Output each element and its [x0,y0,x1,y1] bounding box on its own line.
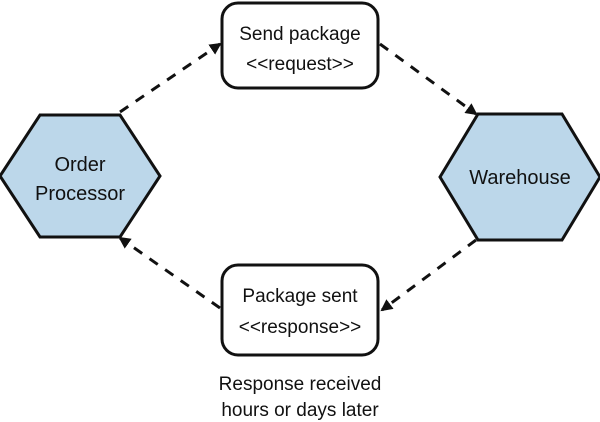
package-sent-node: Package sent <<response>> [220,263,380,357]
response-note-line1: Response received [219,374,382,395]
edge-send-package-to-warehouse [379,42,478,116]
warehouse-hexagon [438,112,600,242]
edge-package-sent-to-order [118,236,221,310]
package-sent-label-line1: Package sent [242,286,358,307]
order-processor-node: Order Processor [0,113,162,239]
send-package-box [220,1,380,90]
warehouse-label: Warehouse [469,167,571,189]
edge-order-to-send-package [119,42,222,114]
order-processor-label-line1: Order [54,154,105,176]
response-note-line2: hours or days later [221,400,379,421]
response-note: Response received hours or days later [219,374,382,421]
package-sent-label-line2: <<response>> [239,317,362,338]
package-sent-box [220,263,380,357]
order-processor-label-line2: Processor [35,183,125,205]
send-package-label-line2: <<request>> [246,54,354,75]
send-package-node: Send package <<request>> [220,1,380,90]
order-processor-hexagon [0,113,162,239]
send-package-label-line1: Send package [239,24,361,45]
edge-warehouse-to-package-sent [380,238,477,312]
warehouse-node: Warehouse [438,112,600,242]
